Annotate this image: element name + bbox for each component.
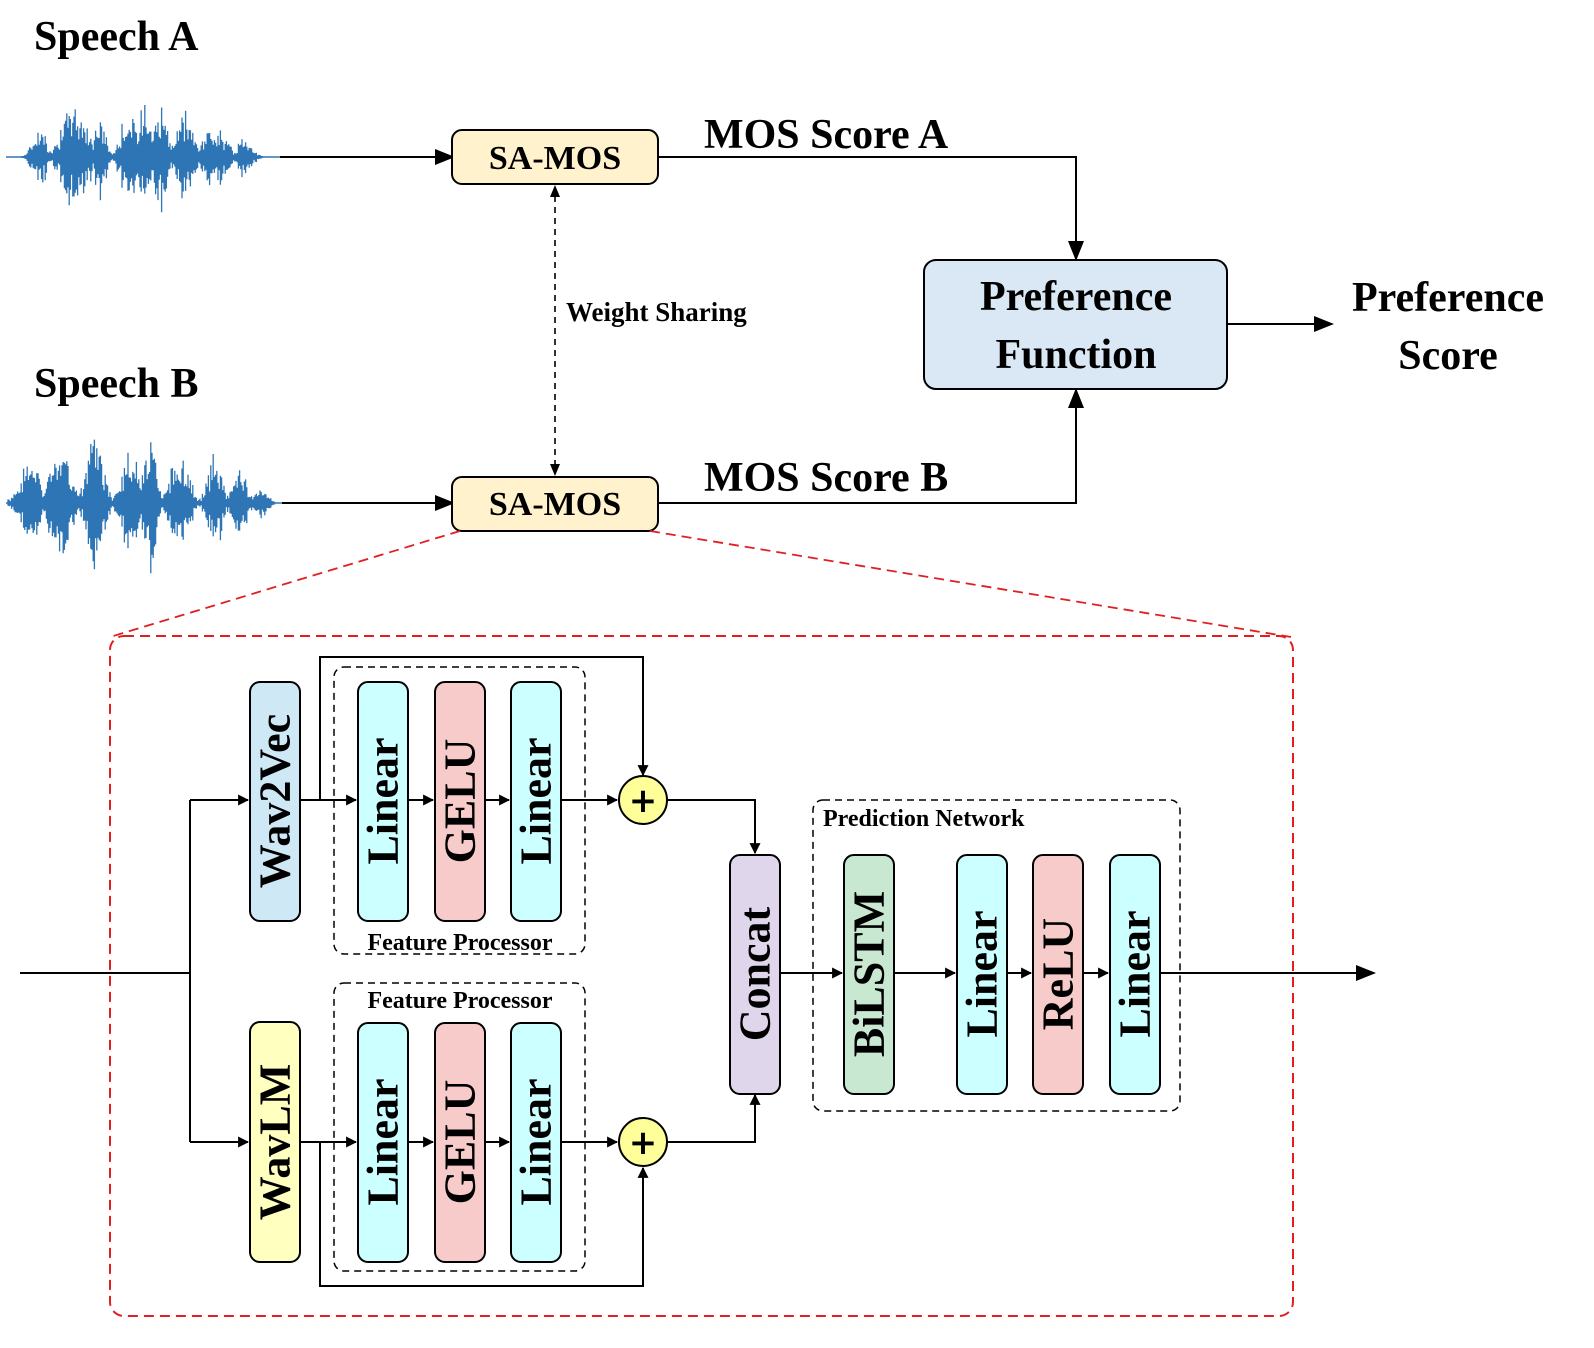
wav2vec-block: Wav2Vec [249, 681, 301, 922]
residual-bottom [319, 1142, 649, 1287]
residual-top [319, 656, 649, 800]
arrow-mos-b-to-preference [658, 388, 1084, 504]
fp-top-linear-1-label: Linear [359, 737, 408, 864]
speech-a-label: Speech A [34, 14, 199, 60]
weight-sharing-arrowhead-up [550, 185, 560, 197]
speech-b-label: Speech B [34, 361, 199, 407]
add-node-bottom-symbol: + [629, 1123, 658, 1163]
prediction-network-label: Prediction Network [823, 806, 1025, 832]
add-node-top: + [618, 775, 668, 825]
pn-relu-label: ReLU [1034, 918, 1083, 1030]
pn-linear-1-label: Linear [958, 910, 1007, 1037]
arrow-add-top-to-concat [667, 799, 761, 855]
speech-a-waveform [6, 105, 284, 213]
pn-bilstm-label: BiLSTM [845, 891, 894, 1057]
add-node-top-symbol: + [629, 781, 658, 821]
weight-sharing-label: Weight Sharing [566, 297, 747, 327]
feature-processor-top-label: Feature Processor [367, 930, 552, 956]
zoom-line-right [649, 530, 1292, 638]
weight-sharing-arrowhead-down [550, 464, 560, 476]
fp-top-gelu-label: GELU [436, 739, 485, 864]
sa-mos-block-b: SA-MOS [451, 476, 659, 532]
fp-bottom-linear-2-label: Linear [512, 1078, 561, 1205]
fp-top-linear-2-label: Linear [512, 737, 561, 864]
feature-processor-bottom-label: Feature Processor [367, 988, 552, 1014]
fp-bottom-linear-2: Linear [510, 1022, 562, 1263]
mos-score-b-label: MOS Score B [704, 455, 948, 501]
add-node-bottom: + [618, 1117, 668, 1167]
wavlm-label: WavLM [251, 1064, 300, 1220]
pn-linear-1: Linear [956, 854, 1008, 1095]
preference-function-line2: Function [995, 332, 1156, 378]
concat-label: Concat [731, 906, 780, 1041]
pn-relu: ReLU [1032, 854, 1084, 1095]
wave-b-trace [7, 439, 282, 574]
speech-b-waveform [6, 439, 286, 574]
preference-function-block: Preference Function [923, 259, 1228, 390]
fp-top-linear-1: Linear [357, 681, 409, 922]
pn-linear-2-label: Linear [1111, 910, 1160, 1037]
fp-bottom-gelu-label: GELU [436, 1080, 485, 1205]
wav2vec-label: Wav2Vec [251, 714, 300, 888]
zoom-line-left [109, 530, 461, 638]
fp-bottom-gelu: GELU [434, 1022, 486, 1263]
preference-function-line1: Preference [980, 274, 1172, 320]
sa-mos-block-a: SA-MOS [451, 129, 659, 185]
fp-top-linear-2: Linear [510, 681, 562, 922]
sa-mos-a-label: SA-MOS [489, 140, 621, 177]
pn-linear-2: Linear [1109, 854, 1161, 1095]
arrow-add-bottom-to-concat [667, 1093, 761, 1143]
preference-score-line2: Score [1398, 333, 1498, 379]
concat-block: Concat [729, 854, 781, 1095]
fp-bottom-linear-1-label: Linear [359, 1078, 408, 1205]
fp-top-gelu: GELU [434, 681, 486, 922]
wavlm-block: WavLM [249, 1021, 301, 1263]
preference-score-line1: Preference [1352, 275, 1544, 321]
wave-a-trace [15, 105, 270, 213]
fp-bottom-linear-1: Linear [357, 1022, 409, 1263]
pn-bilstm: BiLSTM [843, 854, 895, 1095]
sa-mos-b-label: SA-MOS [489, 486, 621, 523]
prediction-network-frame [812, 799, 1181, 1112]
mos-score-a-label: MOS Score A [704, 112, 949, 158]
sa-mos-detail-frame [109, 635, 1294, 1317]
arrow-mos-a-to-preference [658, 156, 1084, 261]
